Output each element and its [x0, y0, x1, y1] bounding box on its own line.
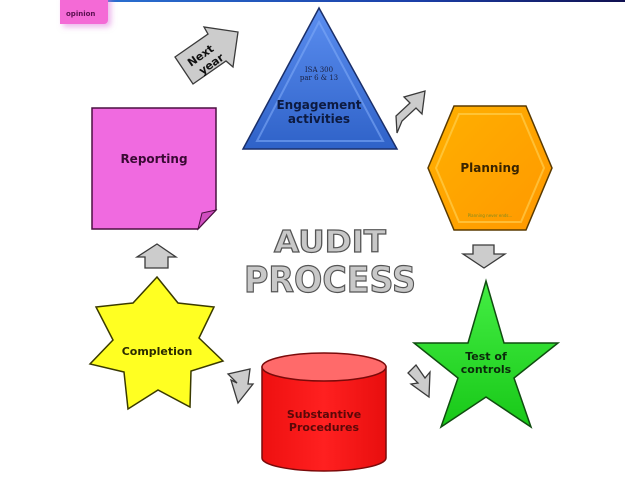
title-line-2: PROCESS	[244, 260, 416, 301]
engagement-note-line-2: par 6 & 13	[299, 74, 339, 83]
opinion-card-label: opinion	[66, 10, 96, 18]
test-of-controls-line-1: Test of	[465, 350, 507, 363]
substantive-label: Substantive Procedures	[264, 408, 384, 434]
planning-note: Planning never ends...	[467, 213, 513, 218]
test-of-controls-label: Test of controls	[446, 350, 526, 376]
triangle-shape	[241, 6, 399, 150]
reporting-label: Reporting	[120, 152, 188, 166]
substantive-line-2: Procedures	[288, 421, 360, 435]
opinion-card: opinion	[60, 0, 108, 24]
arrow-to-test-of-controls	[460, 244, 508, 269]
hexagon-shape	[427, 105, 553, 231]
completion-node	[88, 275, 225, 411]
test-of-controls-node	[411, 278, 561, 429]
arrow-to-substantive	[407, 363, 431, 399]
engagement-note: ISA 300 par 6 & 13	[279, 66, 359, 83]
next-year-arrow	[174, 26, 239, 85]
arrow-to-planning	[395, 90, 426, 134]
planning-label: Planning	[460, 161, 520, 175]
five-point-star-shape	[411, 278, 561, 429]
engagement-label-line-2: activities	[287, 112, 351, 127]
substantive-line-1: Substantive	[286, 408, 362, 421]
planning-node	[427, 105, 553, 231]
diagram-title: AUDIT PROCESS	[243, 224, 416, 301]
test-of-controls-line-2: controls	[460, 363, 512, 377]
arrow-to-reporting	[134, 243, 179, 269]
hexagon-bevel	[434, 113, 546, 223]
engagement-activities-node	[241, 6, 399, 150]
seven-point-star-shape	[88, 275, 225, 411]
note-shape	[91, 107, 217, 230]
cylinder-body	[261, 366, 387, 472]
reporting-node	[91, 107, 218, 231]
note-fold-corner	[197, 209, 218, 231]
substantive-procedures-node	[261, 352, 387, 472]
engagement-label-line-1: Engagement	[276, 98, 362, 112]
arrow-to-completion	[226, 368, 255, 405]
engagement-label: Engagement activities	[259, 98, 379, 127]
title-line-1: AUDIT	[274, 225, 387, 260]
completion-label: Completion	[121, 345, 193, 358]
triangle-bevel	[255, 19, 385, 142]
engagement-note-line-1: ISA 300	[304, 66, 334, 74]
top-accent-bar	[105, 0, 625, 2]
cylinder-top	[261, 352, 387, 382]
